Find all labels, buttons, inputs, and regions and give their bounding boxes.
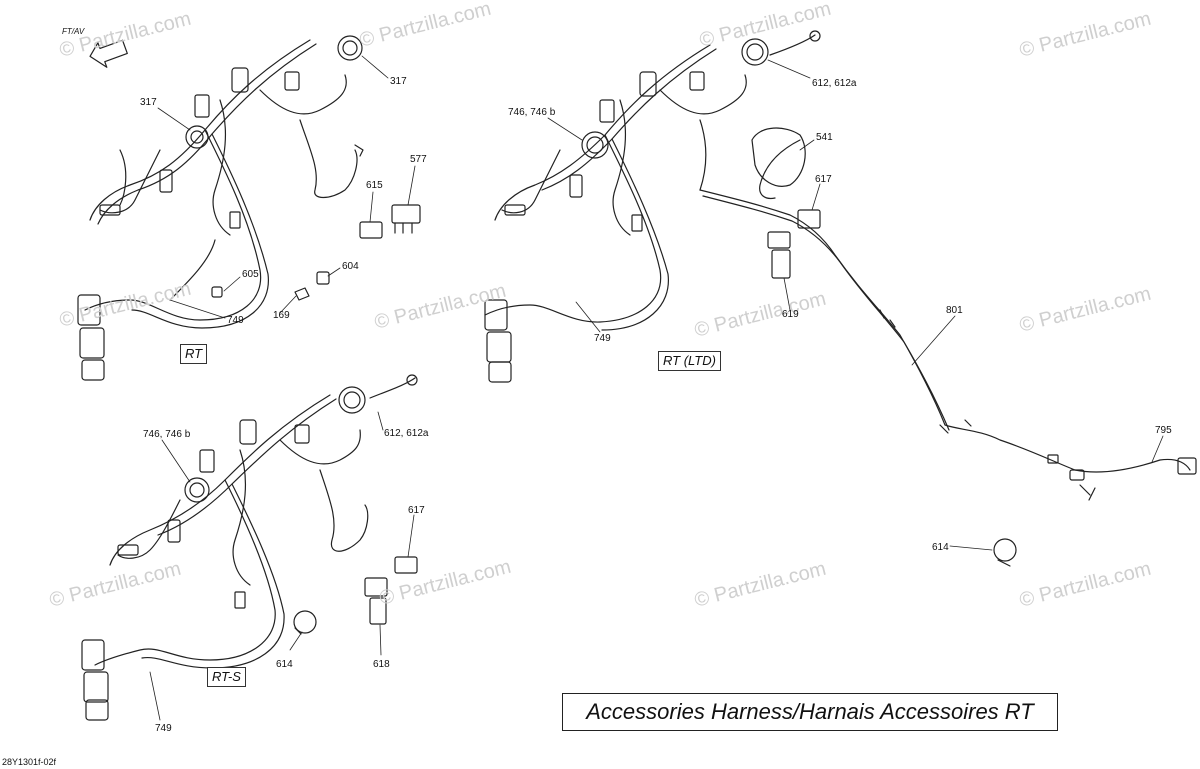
rt-s-harness bbox=[81, 374, 418, 721]
callout-rt-169: 169 bbox=[273, 310, 290, 321]
callout-rts-612: 612, 612a bbox=[384, 428, 429, 439]
callout-rts-614: 614 bbox=[276, 659, 293, 670]
callout-ltd-614: 614 bbox=[932, 542, 949, 553]
diagram-title: Accessories Harness/Harnais Accessoires … bbox=[562, 693, 1058, 731]
rt-s-leaders bbox=[149, 411, 415, 721]
callout-rts-749: 749 bbox=[155, 723, 172, 734]
callout-rt-604: 604 bbox=[342, 261, 359, 272]
callout-rt-317-left: 317 bbox=[140, 97, 157, 108]
callout-rt-605: 605 bbox=[242, 269, 259, 280]
variant-label-rt-s: RT-S bbox=[207, 667, 246, 687]
callout-rts-746: 746, 746 b bbox=[143, 429, 191, 440]
callout-rts-618: 618 bbox=[373, 659, 390, 670]
rt-ltd-harness bbox=[484, 30, 1197, 567]
callout-ltd-795: 795 bbox=[1155, 425, 1172, 436]
front-direction-arrow bbox=[89, 39, 128, 68]
rt-ltd-leaders bbox=[547, 59, 1164, 551]
reference-code: 28Y1301f-02f bbox=[2, 757, 57, 767]
callout-ltd-541: 541 bbox=[816, 132, 833, 143]
callout-ltd-801: 801 bbox=[946, 305, 963, 316]
callout-rt-317-right: 317 bbox=[390, 76, 407, 87]
direction-label: FT/AV bbox=[62, 27, 85, 36]
callout-ltd-617: 617 bbox=[815, 174, 832, 185]
callout-rt-615: 615 bbox=[366, 180, 383, 191]
callout-ltd-749: 749 bbox=[594, 333, 611, 344]
variant-label-rt-ltd: RT (LTD) bbox=[658, 351, 721, 371]
variant-label-rt: RT bbox=[180, 344, 208, 364]
callout-ltd-619: 619 bbox=[782, 309, 799, 320]
callout-rt-577: 577 bbox=[410, 154, 427, 165]
callout-ltd-746: 746, 746 b bbox=[508, 107, 556, 118]
callout-rt-749: 749 bbox=[227, 315, 244, 326]
rt-harness bbox=[77, 35, 421, 381]
callout-rts-617: 617 bbox=[408, 505, 425, 516]
callout-ltd-612: 612, 612a bbox=[812, 78, 857, 89]
rt-leaders bbox=[157, 55, 416, 319]
